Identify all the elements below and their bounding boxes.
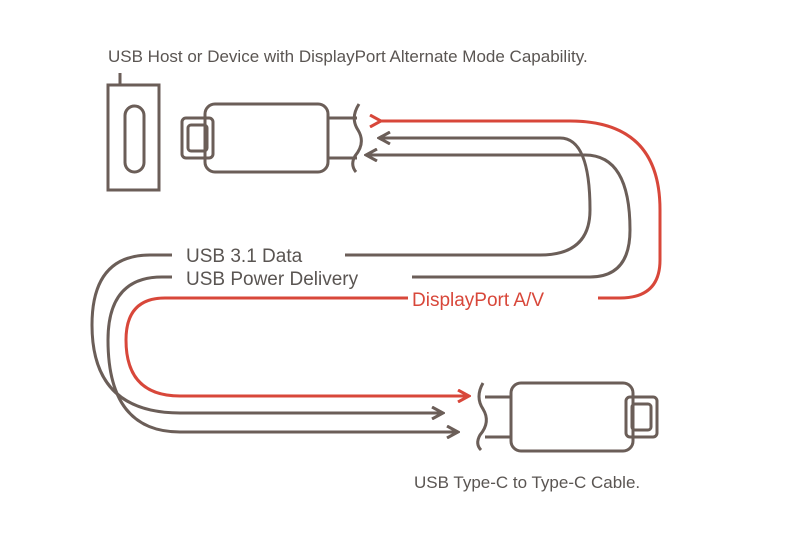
- bottom-caption: USB Type-C to Type-C Cable.: [414, 473, 640, 492]
- top-connector-plug: [180, 102, 363, 174]
- top-caption: USB Host or Device with DisplayPort Alte…: [108, 47, 588, 66]
- bottom-connector-plug: [476, 381, 659, 453]
- displayport-label: DisplayPort A/V: [412, 290, 544, 311]
- usb-c-receptacle-icon: [123, 104, 146, 174]
- usb-data-label: USB 3.1 Data: [186, 246, 303, 267]
- host-device-port: [106, 73, 161, 192]
- displayport-signal-path: [124, 121, 662, 396]
- usb-power-label: USB Power Delivery: [186, 269, 359, 290]
- usb-data-path: [90, 138, 592, 413]
- usb-power-path: [106, 155, 632, 432]
